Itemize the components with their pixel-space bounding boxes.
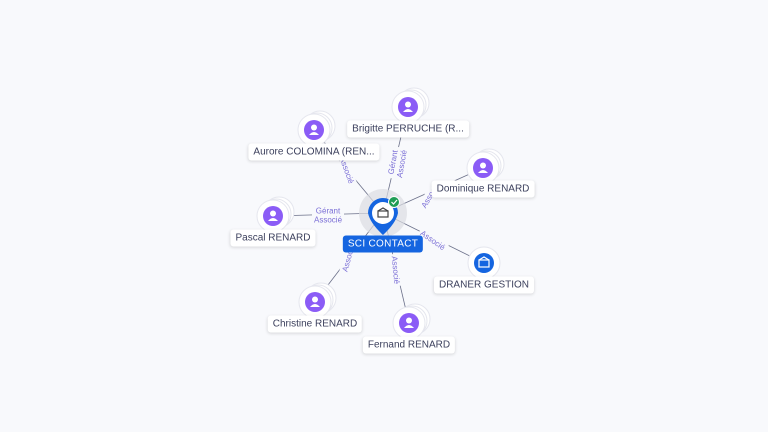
- person-node[interactable]: [298, 282, 337, 319]
- edge-label: Associé: [390, 253, 403, 287]
- company-node[interactable]: [467, 246, 501, 280]
- person-node[interactable]: [256, 196, 295, 233]
- edge-label-text: Gérant: [316, 207, 341, 216]
- node-label[interactable]: Fernand RENARD: [362, 336, 456, 354]
- company-icon: [377, 210, 389, 218]
- person-node[interactable]: [392, 303, 431, 340]
- center-company-label[interactable]: SCI CONTACT: [342, 235, 424, 253]
- node-label[interactable]: Aurore COLOMINA (REN...: [248, 143, 380, 161]
- person-node[interactable]: [297, 110, 336, 147]
- node-label[interactable]: Brigitte PERRUCHE (R...: [347, 120, 469, 138]
- person-node[interactable]: [391, 87, 430, 124]
- center-company-node[interactable]: [359, 189, 407, 237]
- company-icon: [474, 253, 494, 273]
- edge-label-text: Associé: [314, 216, 343, 225]
- verified-check-icon: [388, 196, 400, 208]
- edge-label-text: Associé: [390, 256, 401, 285]
- edge-label-text: Associé: [419, 229, 448, 253]
- node-label[interactable]: Dominique RENARD: [431, 180, 535, 198]
- node-label[interactable]: Christine RENARD: [267, 315, 363, 333]
- node-label[interactable]: DRANER GESTION: [433, 276, 535, 294]
- edge-label-text: Gérant: [387, 149, 400, 175]
- person-node[interactable]: [466, 148, 505, 185]
- node-label[interactable]: Pascal RENARD: [230, 229, 316, 247]
